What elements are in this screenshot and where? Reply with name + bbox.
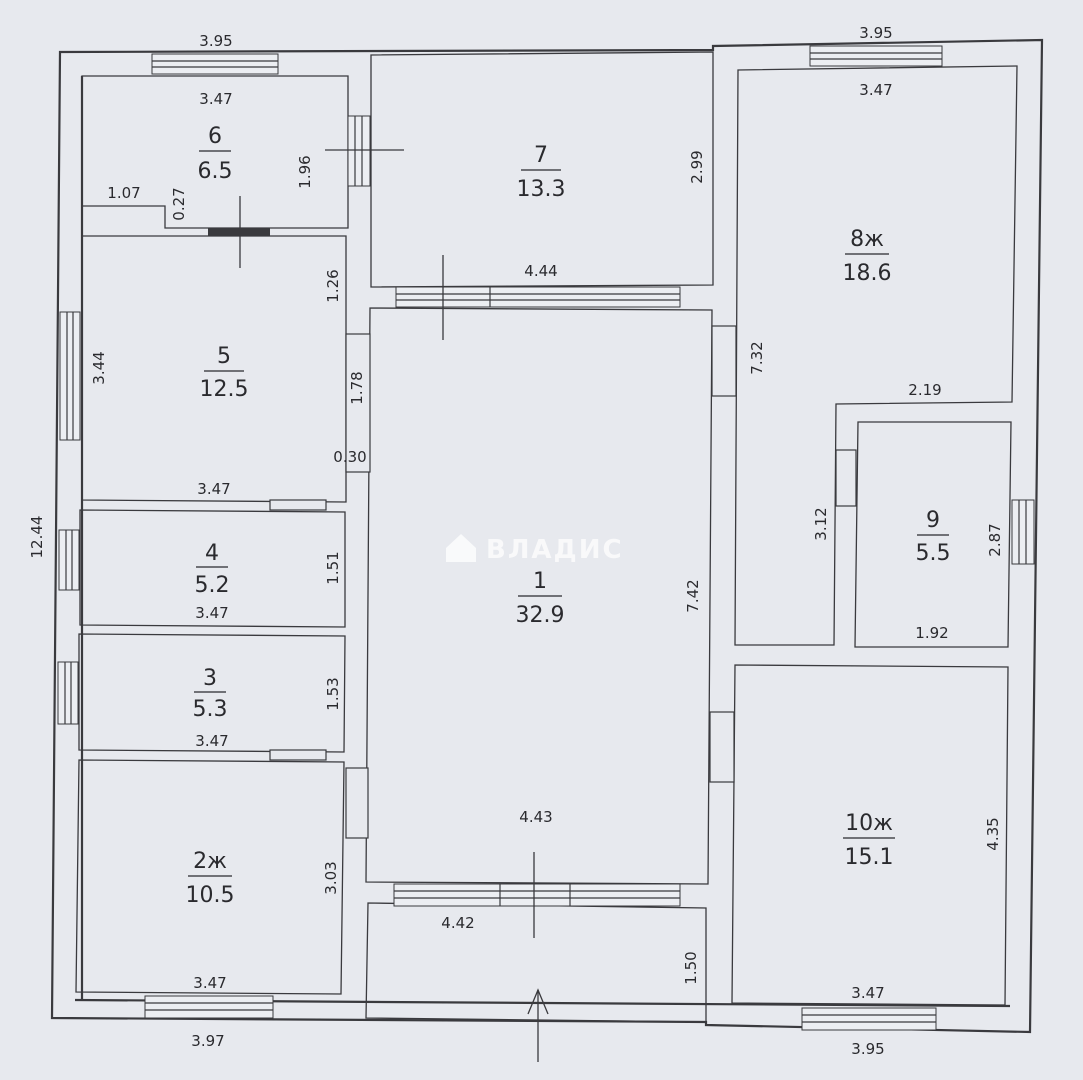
room-10-label: 10ж 15.1 bbox=[843, 811, 895, 870]
window-room1-bottom bbox=[393, 883, 681, 907]
room-number: 3 bbox=[203, 666, 217, 691]
dim-top-left-outer: 3.95 bbox=[199, 32, 232, 50]
dim-room6-step-depth: 0.27 bbox=[170, 187, 188, 220]
dim-room4-height: 1.51 bbox=[324, 551, 342, 584]
room-number: 10ж bbox=[845, 811, 893, 836]
dim-room8-notch: 2.19 bbox=[908, 381, 941, 399]
dim-room1-width: 4.43 bbox=[519, 808, 552, 826]
room-area: 12.5 bbox=[200, 377, 249, 402]
dim-porch-width: 4.42 bbox=[441, 914, 474, 932]
room-number: 9 bbox=[926, 508, 940, 533]
dim-room8-height: 7.32 bbox=[748, 341, 766, 374]
room-number: 1 bbox=[533, 569, 547, 594]
room-number: 6 bbox=[208, 124, 222, 149]
dim-room9-width: 1.92 bbox=[915, 624, 948, 642]
dim-total-height: 12.44 bbox=[28, 516, 46, 559]
room-area: 32.9 bbox=[516, 603, 565, 628]
window-room9-right bbox=[1011, 499, 1035, 565]
room-7-label: 7 13.3 bbox=[517, 143, 566, 202]
dim-room10-width: 3.47 bbox=[851, 984, 884, 1002]
dim-room7-height: 2.99 bbox=[688, 150, 706, 183]
dim-porch-depth: 1.50 bbox=[682, 951, 700, 984]
house-icon bbox=[446, 534, 476, 562]
room-3-label: 3 5.3 bbox=[193, 666, 228, 722]
room-number: 5 bbox=[217, 344, 231, 369]
window-room4-left bbox=[58, 529, 80, 591]
room-labels: 6 6.5 7 13.3 8ж 18.6 5 12.5 1 32.9 9 5.5 bbox=[186, 124, 951, 908]
dim-room2-width: 3.47 bbox=[193, 974, 226, 992]
room-area: 5.3 bbox=[193, 697, 228, 722]
dim-room3-width: 3.47 bbox=[195, 732, 228, 750]
dimension-labels: 3.95 3.95 3.47 1.07 4.44 3.47 2.19 0.30 … bbox=[28, 24, 1004, 1058]
room-2-label: 2ж 10.5 bbox=[186, 849, 235, 908]
dim-room3-height: 1.53 bbox=[324, 677, 342, 710]
room-5-label: 5 12.5 bbox=[200, 344, 249, 402]
dim-room6-width: 3.47 bbox=[199, 90, 232, 108]
room-area: 5.2 bbox=[195, 573, 230, 598]
room-6-label: 6 6.5 bbox=[198, 124, 233, 184]
room-area: 6.5 bbox=[198, 159, 233, 184]
room-number: 7 bbox=[534, 143, 548, 168]
entrance-arrow-icon bbox=[527, 988, 549, 1062]
window-room6-top bbox=[151, 53, 279, 75]
dim-room2-height: 3.03 bbox=[322, 861, 340, 894]
window-room10-bottom bbox=[801, 1007, 937, 1031]
dim-room5-width: 3.47 bbox=[197, 480, 230, 498]
room-9-label: 9 5.5 bbox=[916, 508, 951, 566]
dim-room9-right: 2.87 bbox=[986, 523, 1004, 556]
dim-room10-height: 4.35 bbox=[984, 817, 1002, 850]
room-4-label: 4 5.2 bbox=[195, 541, 230, 598]
room-area: 10.5 bbox=[186, 883, 235, 908]
window-room1-top bbox=[395, 286, 681, 308]
room-area: 15.1 bbox=[845, 845, 894, 870]
room-1-label: 1 32.9 bbox=[516, 569, 565, 628]
room-number: 4 bbox=[205, 541, 219, 566]
dim-wall-thickness: 0.30 bbox=[333, 448, 366, 466]
window-room8-top bbox=[809, 45, 943, 67]
room-area: 18.6 bbox=[843, 261, 892, 286]
dim-room1-height: 7.42 bbox=[684, 579, 702, 612]
room-number: 8ж bbox=[850, 227, 884, 252]
window-room5-left bbox=[59, 311, 81, 441]
interior-walls bbox=[75, 51, 1018, 1023]
watermark-text: ВЛАДИС bbox=[486, 535, 624, 565]
room-8-label: 8ж 18.6 bbox=[843, 227, 892, 286]
windows bbox=[57, 45, 1035, 1031]
window-room2-bottom bbox=[144, 995, 274, 1019]
markers bbox=[239, 149, 535, 938]
room-area: 13.3 bbox=[517, 177, 566, 202]
dim-room7-width: 4.44 bbox=[524, 262, 557, 280]
window-room3-left bbox=[57, 661, 79, 725]
dim-bottom-left-outer: 3.97 bbox=[191, 1032, 224, 1050]
dim-room5-upper: 1.26 bbox=[324, 269, 342, 302]
dim-room5-height: 3.44 bbox=[90, 351, 108, 384]
dim-room4-width: 3.47 bbox=[195, 604, 228, 622]
room-number: 2ж bbox=[193, 849, 227, 874]
watermark: ВЛАДИС bbox=[446, 534, 624, 565]
door-openings bbox=[208, 228, 857, 839]
dim-room9-left: 3.12 bbox=[812, 507, 830, 540]
room-area: 5.5 bbox=[916, 541, 951, 566]
dim-bottom-right-outer: 3.95 bbox=[851, 1040, 884, 1058]
window-room6-right bbox=[347, 115, 371, 187]
dim-room8-width: 3.47 bbox=[859, 81, 892, 99]
dim-room6-step: 1.07 bbox=[107, 184, 140, 202]
dim-top-right-outer: 3.95 bbox=[859, 24, 892, 42]
dim-corridor-gap: 1.78 bbox=[348, 371, 366, 404]
dim-room6-height: 1.96 bbox=[296, 155, 314, 188]
